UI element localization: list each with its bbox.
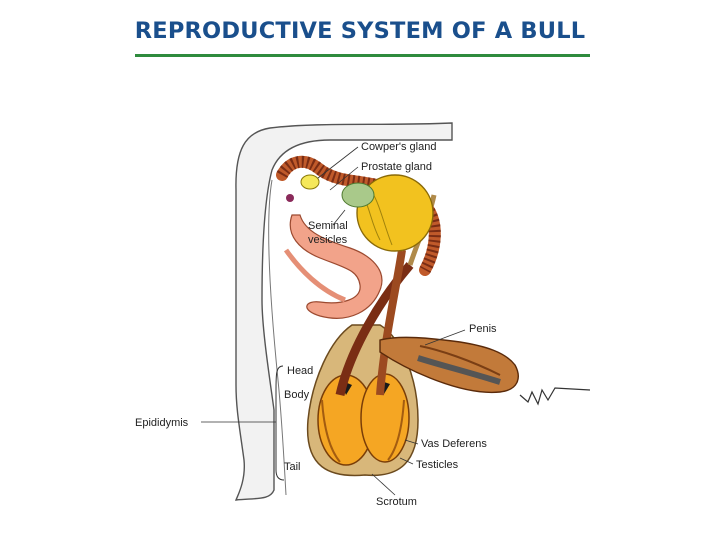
epididymis-bracket (275, 365, 285, 481)
prostate-gland (341, 182, 375, 208)
label-head: Head (287, 365, 313, 377)
testicles (317, 373, 410, 466)
cowpers-gland (286, 174, 320, 202)
label-testicles: Testicles (416, 459, 459, 471)
label-tail: Tail (284, 461, 301, 473)
label-penis: Penis (469, 323, 497, 335)
label-seminal-vesicles-line2: vesicles (308, 234, 348, 246)
bladder (356, 174, 434, 252)
label-cowpers-gland: Cowper's gland (361, 141, 436, 153)
leader-lines (201, 146, 466, 496)
label-seminal-vesicles-line1: Seminal (308, 220, 348, 232)
skin-outline-right (451, 123, 591, 406)
label-scrotum: Scrotum (376, 496, 417, 508)
title-underline (135, 54, 590, 57)
seminal-vesicles (283, 214, 383, 319)
label-vas-deferens: Vas Deferens (421, 438, 487, 450)
label-epididymis: Epididymis (135, 417, 189, 429)
body-outline (234, 122, 453, 501)
label-body: Body (284, 389, 310, 401)
label-prostate-gland: Prostate gland (361, 161, 432, 173)
penis (379, 336, 519, 394)
pelvic-urethra (276, 155, 441, 276)
page-title: REPRODUCTIVE SYSTEM OF A BULL (134, 18, 586, 44)
